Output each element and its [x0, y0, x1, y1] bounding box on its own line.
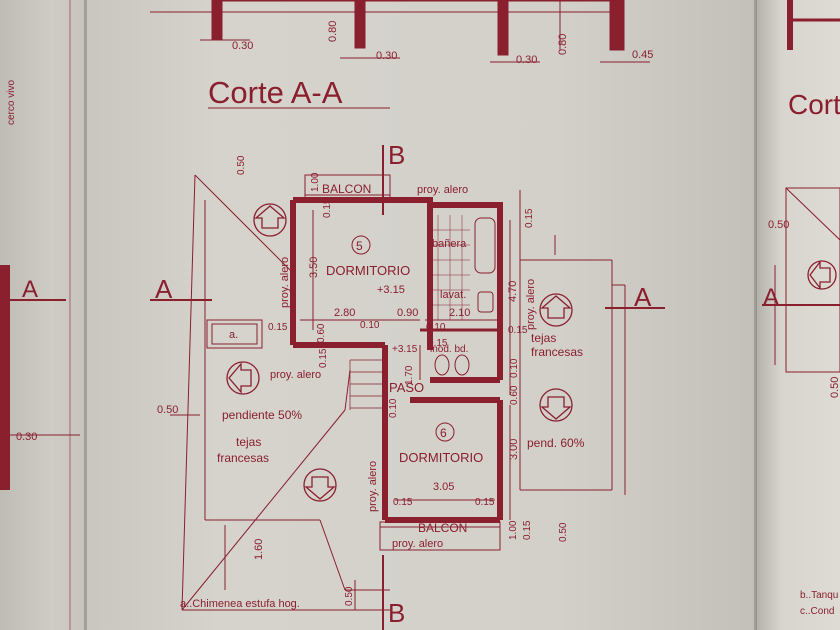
- dim-060-left: 0.60: [316, 323, 327, 343]
- slope-arrow-left-top: [253, 203, 287, 237]
- dim-050-left: 0.50: [157, 404, 178, 416]
- dim-050-top: 0.50: [236, 155, 247, 175]
- dim-280: 2.80: [334, 307, 355, 319]
- right-sheet-dim-1: 0.50: [768, 219, 789, 231]
- lavat-label: lavat.: [440, 289, 466, 301]
- dim-090: 0.90: [397, 307, 418, 319]
- balcon-bottom-label: BALCON: [418, 521, 467, 535]
- dim-010-right: 0.10: [509, 358, 520, 378]
- slope-arrow-right-sheet: [807, 260, 837, 290]
- top-dim-3: 0.30: [376, 50, 397, 62]
- section-mark-b-bottom: B: [388, 598, 405, 628]
- dim-050-chim: 0.50: [344, 586, 355, 606]
- dim-015-c: 0.15: [508, 325, 528, 336]
- tejas-left-1: tejas: [236, 435, 261, 449]
- paso-level: +3.15: [392, 344, 418, 355]
- room-6-name: DORMITORIO: [399, 450, 483, 465]
- right-sheet-note-2: c..Cond: [800, 606, 834, 617]
- right-sheet-dim-2: 0.50: [829, 377, 840, 398]
- room-5-name: DORMITORIO: [326, 263, 410, 278]
- dim-010-a: 0.10: [360, 320, 380, 331]
- left-sheet: [0, 0, 86, 630]
- dim-015-bl: 0.15: [393, 497, 413, 508]
- slope-arrow-left-mid: [226, 361, 260, 395]
- slope-arrow-right-top: [539, 293, 573, 327]
- tejas-right-1: tejas: [531, 331, 556, 345]
- proy-alero-right: proy. alero: [525, 279, 537, 330]
- dim-060-right: 0.60: [509, 385, 520, 405]
- section-mark-b-top: B: [388, 140, 405, 170]
- dim-010-mid: 0.10: [388, 398, 399, 418]
- left-sheet-dim: 0.30: [16, 431, 37, 443]
- dim-015-top: 0.15: [322, 198, 333, 218]
- top-dim-1: 0.30: [232, 40, 253, 52]
- top-dim-5: 0.80: [557, 34, 569, 55]
- fold-right: [754, 0, 757, 630]
- dim-050-bot: 0.50: [558, 522, 569, 542]
- proy-alero-lower: proy. alero: [367, 461, 379, 512]
- dim-305: 3.05: [433, 481, 454, 493]
- dim-015-left: 0.15: [268, 322, 288, 333]
- dim-100-bot: 1.00: [508, 520, 519, 540]
- right-sheet-section: A: [763, 284, 779, 311]
- main-sheet: [86, 0, 756, 630]
- dim-015-br: 0.15: [475, 497, 495, 508]
- tejas-right-2: francesas: [531, 345, 583, 359]
- chimenea-legend: a..Chimenea estufa hog.: [180, 598, 300, 610]
- dim-350: 3.50: [308, 257, 320, 278]
- top-dim-6: 0.45: [632, 49, 653, 61]
- right-sheet: [756, 0, 840, 630]
- left-sheet-note: cerco vivo: [6, 80, 17, 125]
- top-dim-2: 0.80: [327, 21, 339, 42]
- dim-210: 2.10: [449, 307, 470, 319]
- fold-left: [84, 0, 87, 630]
- chimenea-box-label: a.: [229, 329, 238, 341]
- dim-300: 3.00: [508, 439, 520, 460]
- top-dim-4: 0.30: [516, 54, 537, 66]
- room-5-level: +3.15: [377, 284, 405, 296]
- left-sheet-section: A: [22, 276, 38, 303]
- drawing-title: Corte A-A: [208, 75, 343, 110]
- right-sheet-title: Corte: [788, 89, 840, 120]
- proy-alero-bottom: proy. alero: [392, 538, 443, 550]
- dim-170: 1.70: [404, 365, 415, 385]
- pend-right-note: pend. 60%: [527, 436, 585, 450]
- dim-470: 4.70: [507, 281, 519, 302]
- pendiente-note: pendiente 50%: [222, 408, 302, 422]
- section-mark-a-right: A: [634, 282, 652, 312]
- proy-alero-mid: proy. alero: [270, 369, 321, 381]
- balcon-top-label: BALCON: [322, 182, 371, 196]
- paso-label: PASO: [389, 380, 424, 395]
- inod-bd-label: inod. bd.: [430, 344, 468, 355]
- dim-010-c: 0.10: [426, 322, 446, 333]
- slope-arrow-bottom: [303, 468, 337, 502]
- room-6-number: 6: [440, 426, 447, 440]
- room-5-number: 5: [356, 239, 363, 253]
- dim-100-top: 1.00: [310, 172, 321, 192]
- proy-alero-left: proy. alero: [279, 257, 291, 308]
- slope-arrow-right-mid: [539, 388, 573, 422]
- dim-160: 1.60: [253, 539, 265, 560]
- dim-015-bot: 0.15: [522, 520, 533, 540]
- right-sheet-note-1: b..Tanqu: [800, 590, 838, 601]
- proy-alero-top: proy. alero: [417, 184, 468, 196]
- banera-label: bañera: [432, 238, 467, 250]
- section-mark-a-left: A: [155, 274, 173, 304]
- tejas-left-2: francesas: [217, 451, 269, 465]
- dim-015-right-top: 0.15: [524, 208, 535, 228]
- dim-015-b: 0.15: [318, 348, 329, 368]
- dim-015-d: 0.15: [428, 338, 448, 349]
